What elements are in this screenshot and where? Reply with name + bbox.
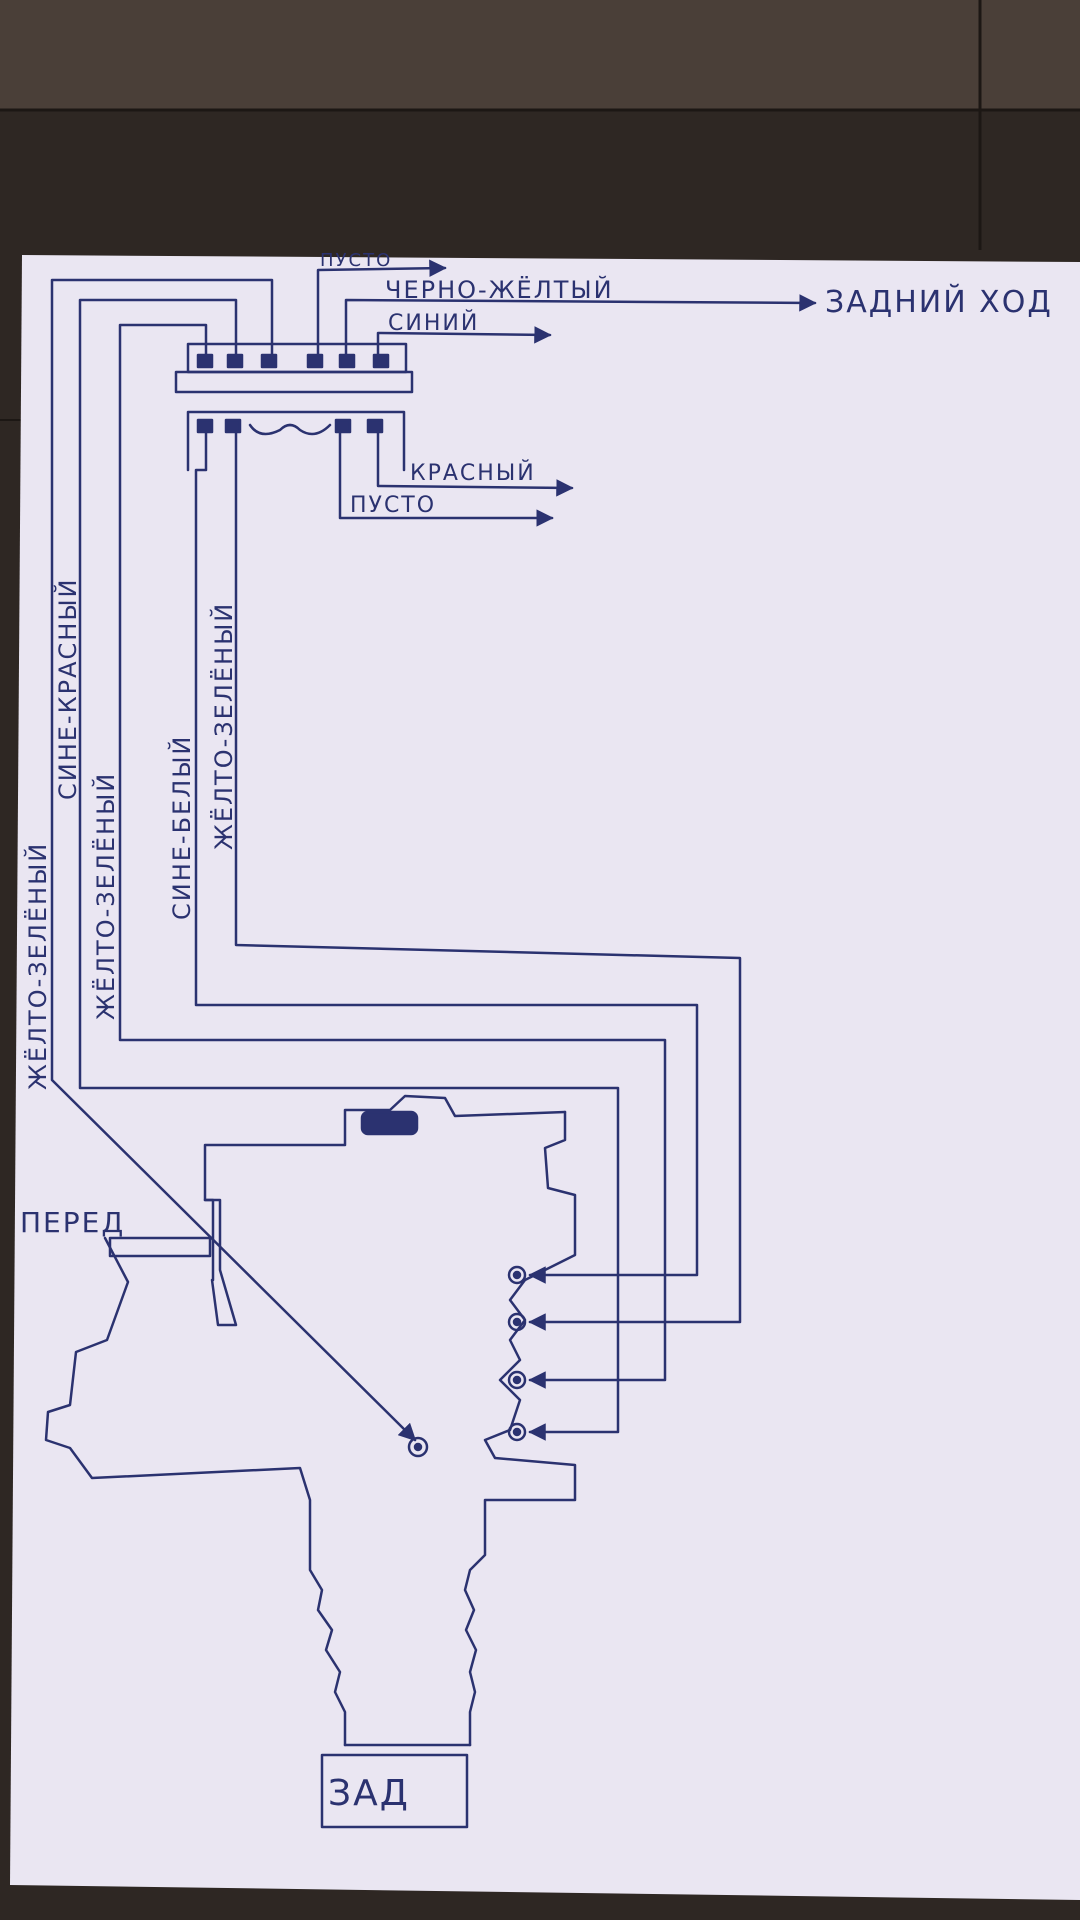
- gearbox-outline: [44, 1094, 577, 1747]
- label-pusto-bottom: ПУСТО: [350, 493, 436, 518]
- label-zad: ЗАД: [328, 1773, 410, 1814]
- label-wire-zhelto-zeleny-3: ЖЁЛТО-ЗЕЛЁНЫЙ: [209, 602, 238, 850]
- label-cherno-zhelty: ЧЕРНО-ЖЁЛТЫЙ: [385, 275, 614, 304]
- label-wire-sine-bely: СИНЕ-БЕЛЫЙ: [167, 735, 196, 920]
- label-pered: ПЕРЕД: [20, 1206, 125, 1239]
- label-siniy: СИНИЙ: [388, 310, 479, 336]
- label-wire-sine-krasny: СИНЕ-КРАСНЫЙ: [53, 578, 82, 800]
- label-krasny: КРАСНЫЙ: [410, 460, 536, 486]
- wire-siniy: [376, 326, 552, 357]
- wire-sine-krasny: [78, 298, 620, 1441]
- label-wire-zhelto-zeleny-2: ЖЁЛТО-ЗЕЛЁНЫЙ: [91, 772, 120, 1020]
- label-wire-zhelto-zeleny-1: ЖЁЛТО-ЗЕЛЁНЫЙ: [23, 842, 52, 1090]
- wire-cherno-zhelty: [344, 294, 817, 357]
- sensor-terminals: [407, 1265, 527, 1458]
- paper-sheet: [10, 255, 1080, 1900]
- wire-sine-bely: [194, 430, 699, 1284]
- zad-box: [320, 1753, 469, 1829]
- wire-zhelto-zeleny-2: [118, 323, 667, 1389]
- wire-zhelto-zeleny-3: [234, 430, 742, 1331]
- wire-krasny: [376, 430, 574, 497]
- label-zadniy-hod: ЗАДНИЙ ХОД: [825, 284, 1053, 320]
- wire-pusto-top: [316, 259, 447, 357]
- label-pusto-top: ПУСТО: [320, 250, 392, 271]
- wire-pusto-bottom: [338, 430, 554, 527]
- wire-zhelto-zeleny-1: [50, 278, 417, 1442]
- connector-block: [174, 342, 414, 472]
